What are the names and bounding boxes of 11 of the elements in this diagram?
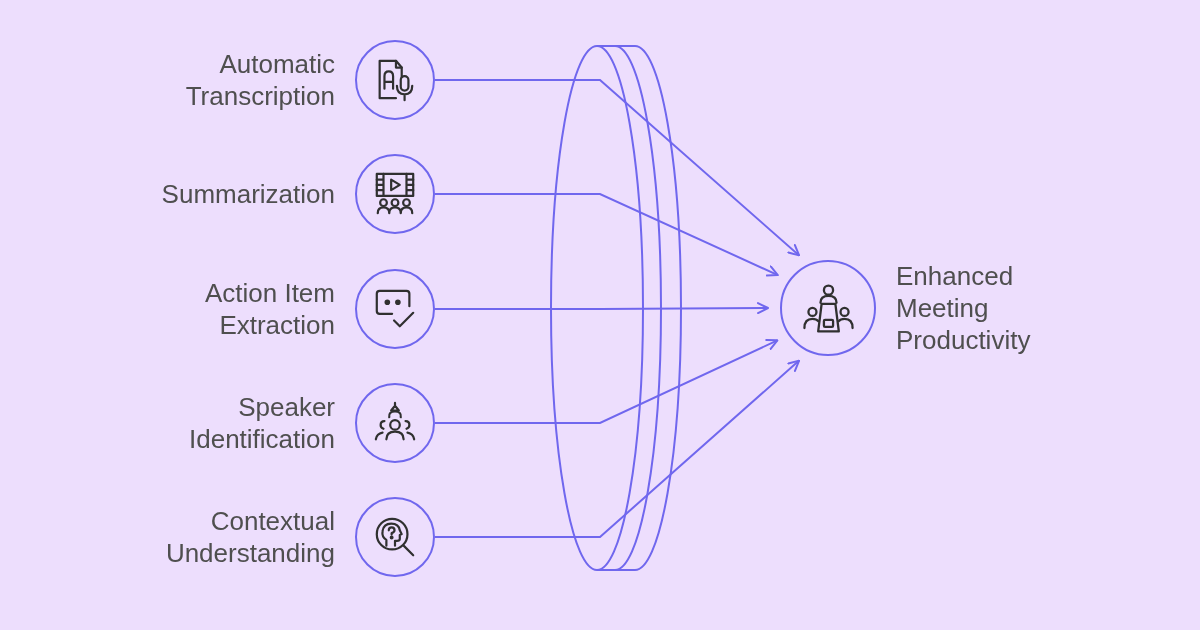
feature-label: Action Item Extraction [203,277,335,341]
arrow [434,302,769,315]
arrow [434,79,801,257]
feature-label: Speaker Identification [188,391,335,455]
arrow [434,339,779,424]
feature-label: Summarization [161,178,335,210]
feature-label: Contextual Understanding [164,505,335,569]
arrow [434,359,801,538]
outcome-label: Enhanced Meeting Productivity [896,260,1032,356]
feature-label: Automatic Transcription [184,48,335,112]
arrow [434,193,779,277]
